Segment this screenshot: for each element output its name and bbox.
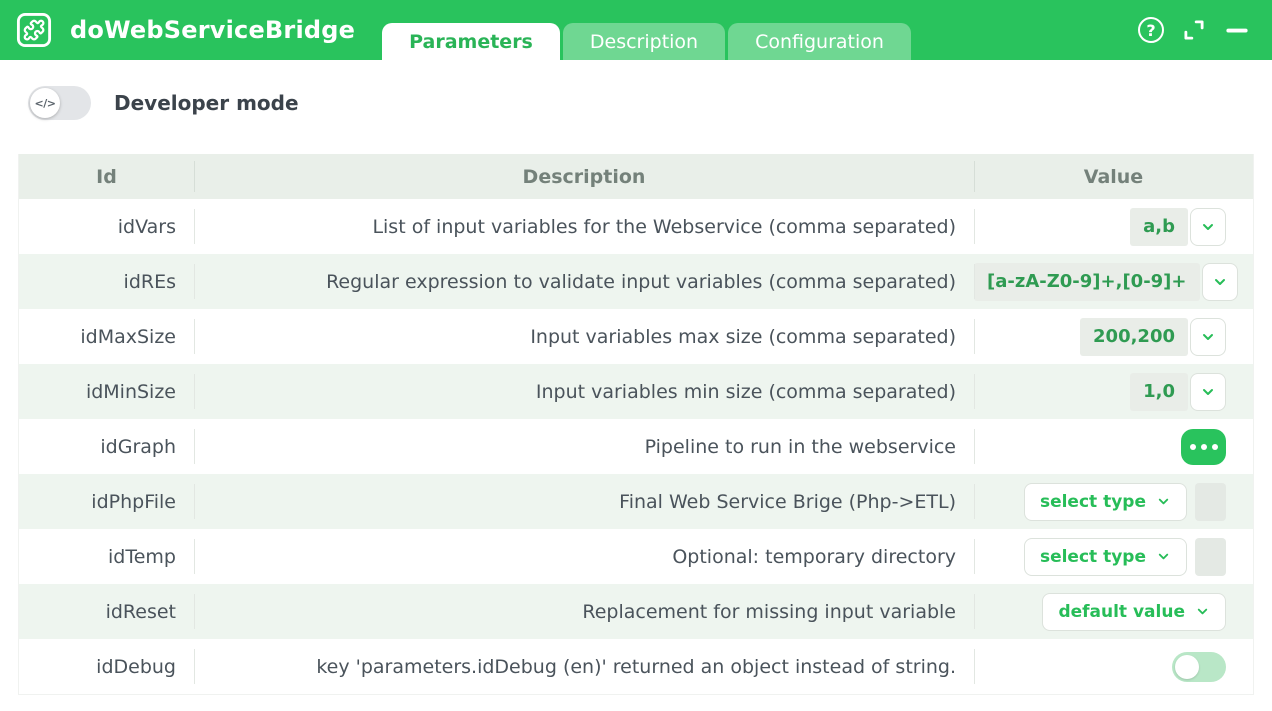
app-header: doWebServiceBridge Parameters Descriptio…	[0, 0, 1272, 60]
row-id: idPhpFile	[91, 490, 176, 513]
value-chip[interactable]: 1,0	[1130, 372, 1188, 411]
dropdown-button[interactable]	[1190, 372, 1226, 411]
puzzle-logo-icon	[16, 12, 52, 48]
row-description: Final Web Service Brige (Php->ETL)	[194, 474, 974, 529]
row-id: idREs	[123, 270, 176, 293]
tab-description[interactable]: Description	[562, 23, 726, 60]
page-title: doWebServiceBridge	[70, 16, 356, 44]
dropdown-button[interactable]	[1190, 207, 1226, 246]
disabled-value-box	[1195, 482, 1226, 521]
select-type-dropdown[interactable]: select type	[1023, 537, 1187, 576]
column-header-id: Id	[96, 165, 117, 188]
developer-mode-row: </> Developer mode	[28, 86, 1272, 120]
value-chip[interactable]: a,b	[1130, 207, 1188, 246]
row-description: Pipeline to run in the webservice	[194, 419, 974, 474]
debug-toggle[interactable]	[1172, 651, 1226, 682]
disabled-value-box	[1195, 537, 1226, 576]
table-row-idReset: idReset Replacement for missing input va…	[19, 584, 1253, 639]
row-description: key 'parameters.idDebug (en)' returned a…	[194, 639, 974, 694]
select-type-dropdown[interactable]: select type	[1023, 482, 1187, 521]
row-description: Replacement for missing input variable	[194, 584, 974, 639]
row-description: Input variables min size (comma separate…	[194, 364, 974, 419]
row-description: Optional: temporary directory	[194, 529, 974, 584]
dropdown-button[interactable]	[1190, 317, 1226, 356]
column-header-value: Value	[974, 154, 1253, 199]
chevron-down-icon	[1197, 608, 1208, 615]
table-row-idPhpFile: idPhpFile Final Web Service Brige (Php->…	[19, 474, 1253, 529]
row-description: Input variables max size (comma separate…	[194, 309, 974, 364]
chevron-down-icon	[1158, 553, 1169, 560]
table-row-idMinSize: idMinSize Input variables min size (comm…	[19, 364, 1253, 419]
row-id: idTemp	[108, 545, 176, 568]
value-chip[interactable]: 200,200	[1080, 317, 1188, 356]
parameters-table: Id Description Value idVars List of inpu…	[18, 154, 1254, 695]
expand-icon[interactable]	[1181, 17, 1207, 43]
select-label: select type	[1039, 546, 1146, 567]
row-id: idDebug	[96, 655, 176, 678]
select-label: select type	[1039, 491, 1146, 512]
default-value-dropdown[interactable]: default value	[1042, 592, 1226, 631]
chevron-down-icon	[1158, 498, 1169, 505]
dropdown-button[interactable]	[1201, 262, 1238, 301]
row-id: idVars	[117, 215, 176, 238]
row-id: idMaxSize	[80, 325, 176, 348]
column-header-description: Description	[194, 154, 974, 199]
tab-bar: Parameters Description Configuration	[382, 0, 911, 60]
table-row-idREs: idREs Regular expression to validate inp…	[19, 254, 1253, 309]
table-row-idGraph: idGraph Pipeline to run in the webservic…	[19, 419, 1253, 474]
tab-parameters[interactable]: Parameters	[382, 23, 560, 60]
row-description: List of input variables for the Webservi…	[194, 199, 974, 254]
tab-configuration[interactable]: Configuration	[728, 23, 911, 60]
developer-mode-toggle[interactable]: </>	[28, 86, 91, 120]
minimize-icon[interactable]	[1224, 17, 1250, 43]
row-description: Regular expression to validate input var…	[194, 254, 974, 309]
table-row-idVars: idVars List of input variables for the W…	[19, 199, 1253, 254]
developer-mode-label: Developer mode	[114, 91, 299, 115]
table-header-row: Id Description Value	[19, 154, 1253, 199]
value-chip[interactable]: [a-zA-Z0-9]+,[0-9]+	[974, 262, 1200, 301]
row-id: idMinSize	[85, 380, 176, 403]
table-row-idDebug: idDebug key 'parameters.idDebug (en)' re…	[19, 639, 1253, 694]
help-icon[interactable]: ?	[1138, 17, 1164, 43]
select-label: default value	[1058, 601, 1185, 622]
row-id: idGraph	[100, 435, 176, 458]
table-row-idMaxSize: idMaxSize Input variables max size (comm…	[19, 309, 1253, 364]
table-row-idTemp: idTemp Optional: temporary directory sel…	[19, 529, 1253, 584]
toggle-knob	[1175, 654, 1199, 679]
row-id: idReset	[105, 600, 176, 623]
code-icon: </>	[30, 88, 60, 118]
logo-wrap	[0, 0, 52, 60]
ellipsis-button[interactable]	[1181, 428, 1226, 465]
header-icons: ?	[1138, 0, 1272, 60]
